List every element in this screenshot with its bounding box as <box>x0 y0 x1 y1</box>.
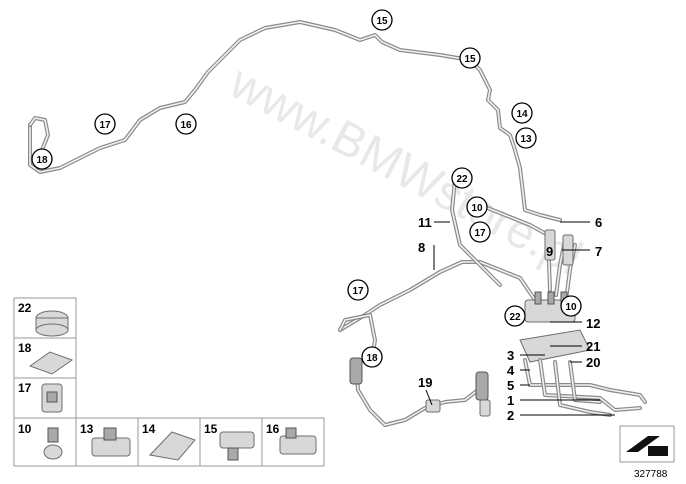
brake-line-main <box>28 20 562 222</box>
legend-number: 13 <box>80 422 94 436</box>
callout-label: 15 <box>464 54 476 65</box>
legend-number: 22 <box>18 301 32 315</box>
callout-label: 14 <box>516 109 528 120</box>
callout-label: 22 <box>456 174 468 185</box>
legend-number: 17 <box>18 381 32 395</box>
brake-lines-lower <box>523 358 647 417</box>
callout-22-top: 22 <box>451 167 473 189</box>
callout-label: 17 <box>352 286 364 297</box>
hose-clip <box>425 399 441 413</box>
watermark: www.BMWstore.pl <box>221 56 591 286</box>
legend-box-13: 13 <box>75 417 139 467</box>
legend-box-16: 16 <box>261 417 325 467</box>
callout-label: 18 <box>36 155 48 166</box>
callout-label: 22 <box>509 312 521 323</box>
legend-box-18: 18 <box>13 337 77 379</box>
callout-16: 16 <box>175 113 197 135</box>
label-7: 7 <box>595 244 602 259</box>
callout-label: 16 <box>180 120 192 131</box>
callout-18-left: 18 <box>31 148 53 170</box>
diagram-number: 327788 <box>634 469 668 480</box>
legend-number: 14 <box>142 422 156 436</box>
callout-18-low: 18 <box>361 346 383 368</box>
callout-label: 15 <box>376 16 388 27</box>
hose-fitting <box>349 357 363 385</box>
legend-number: 15 <box>204 422 218 436</box>
callout-17-center: 17 <box>469 221 491 243</box>
legend-box-17: 17 <box>13 377 77 419</box>
callout-label: 17 <box>474 228 486 239</box>
label-3: 3 <box>507 348 514 363</box>
callout-15-top: 15 <box>371 9 393 31</box>
sensor-fitting <box>475 371 489 401</box>
label-5: 5 <box>507 378 514 393</box>
callout-22-low: 22 <box>504 305 526 327</box>
legend-number: 16 <box>266 422 280 436</box>
legend-box-10: 10 <box>13 417 77 467</box>
label-11: 11 <box>418 215 432 230</box>
brake-hose-left <box>338 313 491 427</box>
callout-label: 10 <box>565 302 577 313</box>
label-21: 21 <box>586 339 600 354</box>
callout-label: 10 <box>471 203 483 214</box>
callout-15-right: 15 <box>459 47 481 69</box>
callout-label: 13 <box>520 134 532 145</box>
label-9: 9 <box>546 244 553 259</box>
callout-label: 18 <box>366 353 378 364</box>
legend-number: 10 <box>18 422 32 436</box>
label-8: 8 <box>418 240 425 255</box>
label-19: 19 <box>418 375 432 390</box>
legend-box-14: 14 <box>137 417 201 467</box>
callout-label: 17 <box>99 120 111 131</box>
callout-14: 14 <box>511 102 533 124</box>
callout-10-top: 10 <box>466 196 488 218</box>
orientation-arrow-icon <box>619 425 675 463</box>
legend-box-15: 15 <box>199 417 263 467</box>
legend-box-22: 22 <box>13 297 77 339</box>
label-6: 6 <box>595 215 602 230</box>
label-1: 1 <box>507 393 514 408</box>
sensor-tip <box>479 399 491 417</box>
label-2: 2 <box>507 408 514 423</box>
legend-number: 18 <box>18 341 32 355</box>
callout-17-left: 17 <box>94 113 116 135</box>
label-12: 12 <box>586 316 600 331</box>
callout-13: 13 <box>515 127 537 149</box>
label-4: 4 <box>507 363 515 378</box>
label-20: 20 <box>586 355 600 370</box>
callout-17-low: 17 <box>347 279 369 301</box>
callout-10-right: 10 <box>560 295 582 317</box>
leaders <box>425 221 615 416</box>
